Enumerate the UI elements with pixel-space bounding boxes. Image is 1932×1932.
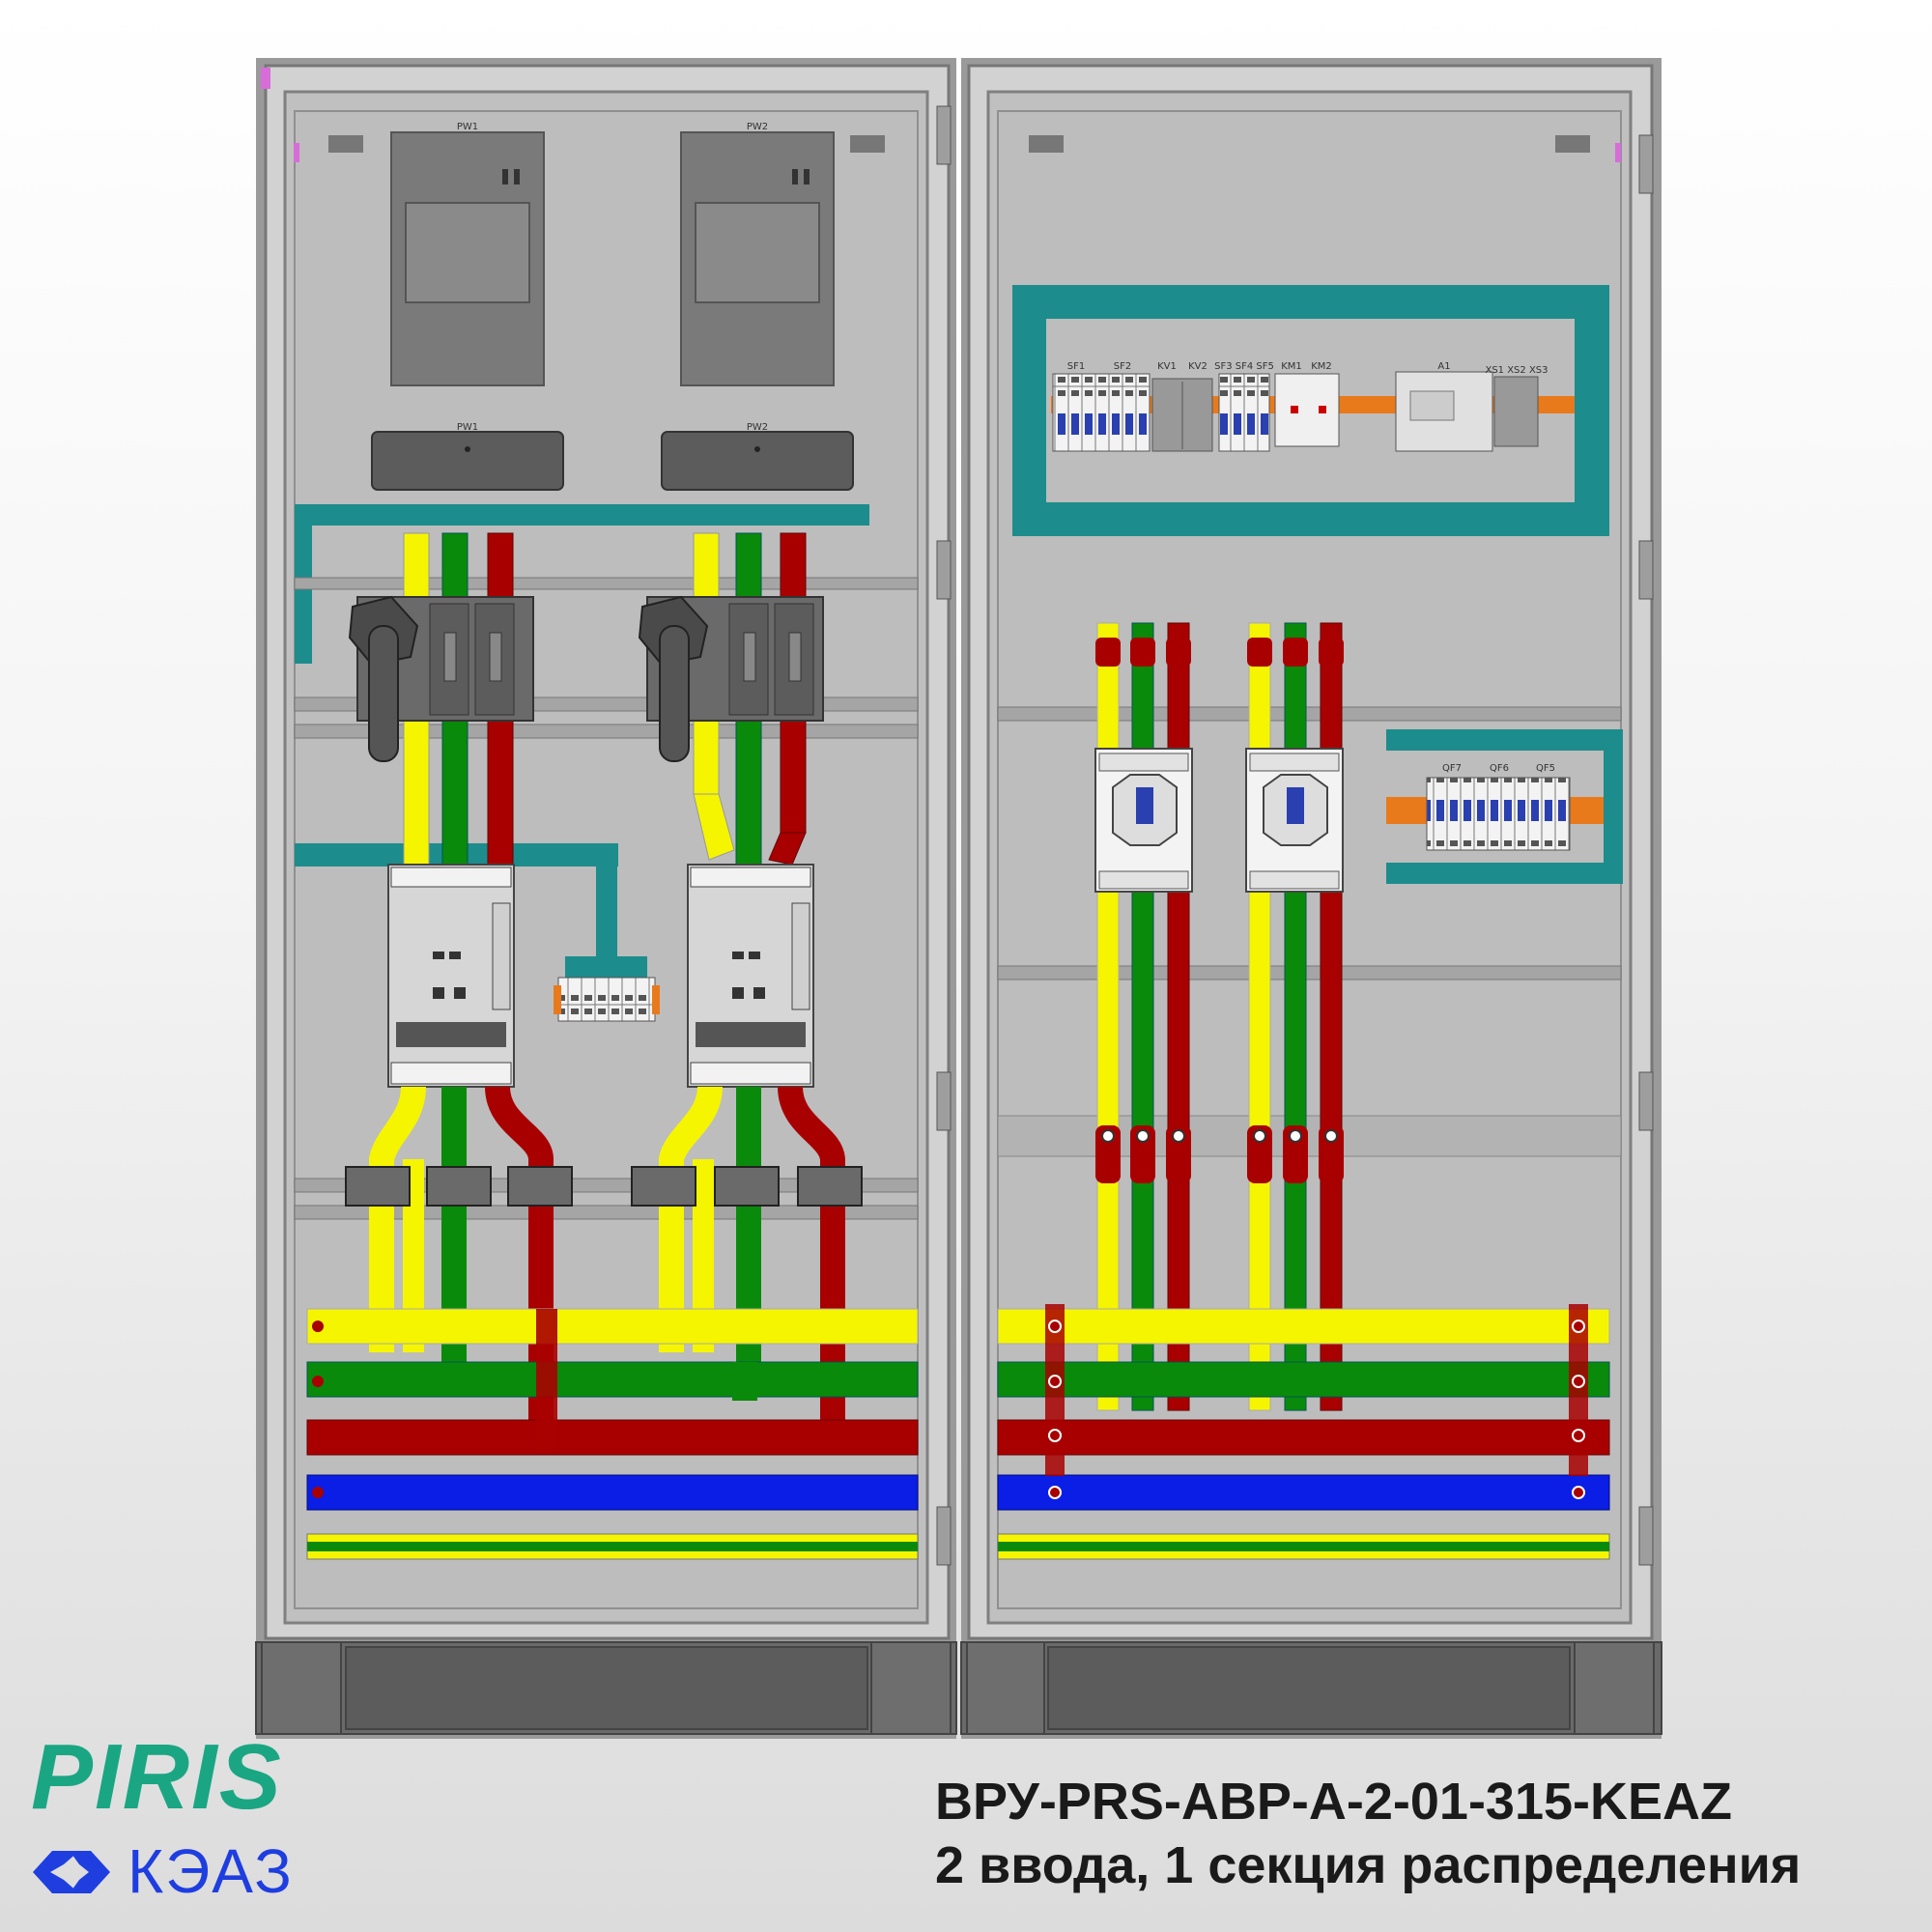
switch-handle	[368, 625, 399, 762]
meter-pw2: PW2	[680, 122, 835, 386]
circuit-breaker-qf1	[387, 864, 515, 1088]
device-label-a1: A1	[1437, 361, 1450, 372]
breakers-sf3-sf5	[1218, 373, 1270, 452]
neutral-bus	[997, 1474, 1610, 1511]
cable-duct	[1012, 285, 1609, 319]
device-label-kv2: KV2	[1188, 361, 1208, 372]
cable-duct	[1386, 863, 1623, 884]
sockets-xs	[1493, 376, 1539, 447]
device-label-qf6: QF6	[1490, 763, 1509, 774]
switch-handle	[659, 625, 690, 762]
device-label-km1: KM1	[1281, 361, 1302, 372]
hinge	[1638, 1071, 1654, 1131]
cable-duct	[596, 843, 617, 959]
breakers-qf5-qf7	[1426, 777, 1571, 851]
mount-lug	[1555, 135, 1590, 153]
busbar-l1	[1248, 622, 1271, 1411]
mount-lug	[850, 135, 885, 153]
device-label-xs: XS1 XS2 XS3	[1485, 365, 1548, 376]
circuit-breaker-qf3	[1094, 748, 1193, 893]
device-label-qf7: QF7	[1442, 763, 1462, 774]
busbar-l3	[1320, 622, 1343, 1411]
piris-logo: PIRIS	[31, 1725, 283, 1829]
right-cabinet: SF1 SF2 KV1 KV2 SF3 SF4 SF5 KM1 KM2 A1 X…	[960, 58, 1662, 1739]
main-bus-l3	[306, 1419, 919, 1456]
hinge	[936, 540, 952, 600]
cable-duct	[1012, 285, 1046, 536]
current-transformers	[345, 1166, 863, 1207]
cable-duct	[1012, 502, 1609, 536]
cable-duct	[295, 504, 869, 526]
device-label-km2: KM2	[1311, 361, 1332, 372]
hinge	[936, 1071, 952, 1131]
product-description: 2 ввода, 1 секция распределения	[935, 1836, 1802, 1894]
main-bus-l2	[997, 1361, 1610, 1398]
meter-label: PW1	[457, 122, 478, 132]
device-label-qf5: QF5	[1536, 763, 1555, 774]
terminal-block	[554, 956, 660, 1022]
circuit-breaker-qf4	[1245, 748, 1344, 893]
circuit-breaker-qf2	[687, 864, 814, 1088]
device-label-sf2: SF2	[1114, 361, 1131, 372]
test-block-pw2: PW2	[661, 422, 854, 491]
hinge	[1638, 540, 1654, 600]
hinge	[936, 1506, 952, 1566]
main-bus-l2	[306, 1361, 919, 1398]
device-label-sf1: SF1	[1067, 361, 1085, 372]
busbar-l3	[1167, 622, 1190, 1411]
brand-logos: PIRIS КЭАЗ	[31, 1729, 379, 1913]
mount-lug	[1029, 135, 1064, 153]
insulators	[1095, 638, 1344, 1183]
meter-label: PW2	[747, 122, 768, 132]
neutral-bus	[306, 1474, 919, 1511]
test-block-pw1: PW1	[371, 422, 564, 491]
busbar-l2	[1131, 622, 1154, 1411]
cable-duct	[1386, 729, 1623, 751]
mount-lug	[328, 135, 363, 153]
meter-pw1: PW1	[390, 122, 545, 386]
keaz-logo-icon	[33, 1851, 110, 1893]
product-caption: ВРУ-PRS-ABP-A-2-01-315-KEAZ 2 ввода, 1 с…	[935, 1770, 1911, 1897]
cable-duct	[1604, 729, 1623, 884]
busbar-l1	[1096, 622, 1120, 1411]
main-bus-l3	[997, 1419, 1610, 1456]
test-block-label: PW1	[457, 422, 478, 433]
hinge	[936, 105, 952, 165]
busbar-l2	[1284, 622, 1307, 1411]
contactors-km	[1274, 373, 1340, 447]
device-label-sf345: SF3 SF4 SF5	[1214, 361, 1274, 372]
main-bus-l1	[306, 1308, 919, 1345]
cable-duct	[1575, 285, 1609, 536]
keaz-logo-text: КЭАЗ	[128, 1836, 294, 1906]
hinge	[1638, 1506, 1654, 1566]
main-bus-l1	[997, 1308, 1610, 1345]
breakers-sf1-sf2	[1052, 373, 1151, 452]
control-devices: SF1 SF2 KV1 KV2 SF3 SF4 SF5 KM1 KM2 A1 X…	[1052, 361, 1548, 452]
device-label-kv1: KV1	[1157, 361, 1177, 372]
left-cabinet: PW1 PW2 PW1 PW2	[255, 58, 957, 1739]
switch-disconnector-2	[638, 595, 824, 762]
product-code: ВРУ-PRS-ABP-A-2-01-315-KEAZ	[935, 1773, 1733, 1831]
hinge	[1638, 134, 1654, 194]
switch-disconnector-1	[348, 595, 534, 762]
test-block-label: PW2	[747, 422, 768, 433]
